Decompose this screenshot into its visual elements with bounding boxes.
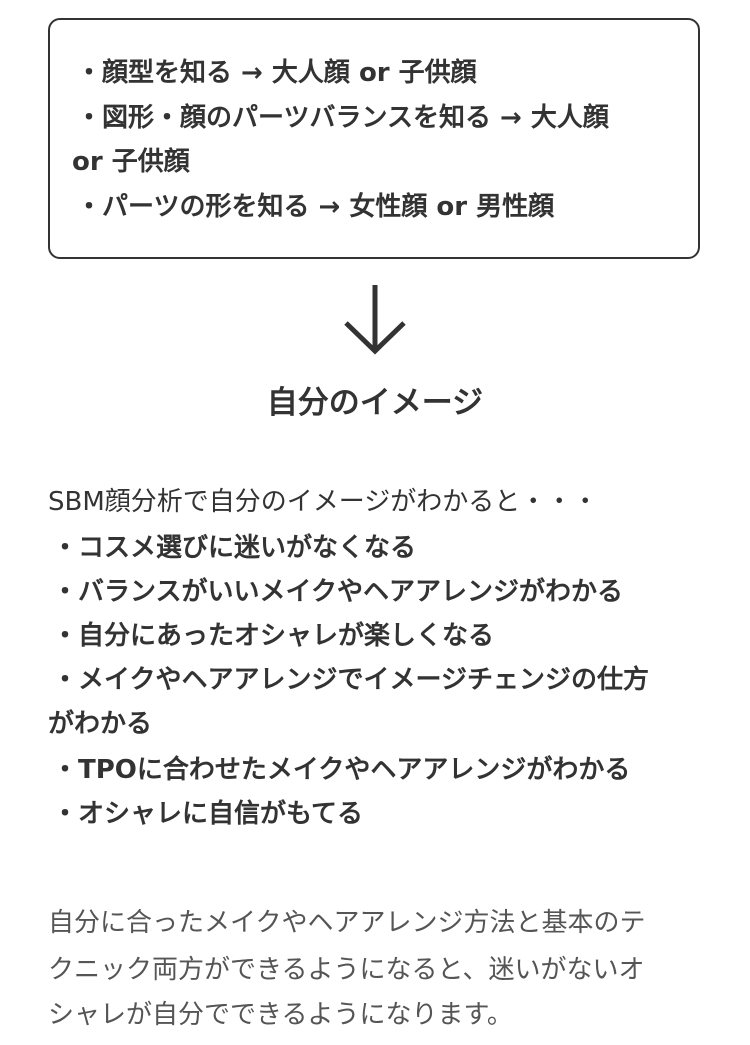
- benefit-item-cont: がわかる: [48, 709, 153, 739]
- benefit-item: ・バランスがいいメイクやヘアアレンジがわかる: [52, 577, 623, 607]
- arrow-down-icon: [344, 285, 406, 355]
- benefit-item: ・メイクやヘアアレンジでイメージチェンジの仕方: [52, 665, 649, 695]
- summary-line-parts-balance: ・図形・顔のパーツバランスを知る → 大人顔: [76, 103, 609, 133]
- closing-line: シャレが自分でできるようになります。: [48, 1000, 513, 1030]
- summary-line-face-shape: ・顔型を知る → 大人顔 or 子供顔: [76, 58, 477, 88]
- closing-line: クニック両方ができるようになると、迷いがないオ: [48, 955, 645, 985]
- summary-box: [48, 18, 700, 259]
- closing-line: 自分に合ったメイクやヘアアレンジ方法と基本のテ: [48, 908, 646, 938]
- intro-text: SBM顔分析で自分のイメージがわかると・・・: [48, 487, 599, 517]
- benefit-item: ・コスメ選びに迷いがなくなる: [52, 533, 417, 563]
- benefit-item: ・オシャレに自信がもてる: [52, 799, 363, 829]
- summary-line-parts-shape: ・パーツの形を知る → 女性顔 or 男性顔: [76, 192, 555, 222]
- benefit-item: ・自分にあったオシャレが楽しくなる: [52, 621, 495, 651]
- benefit-item: ・TPOに合わせたメイクやヘアアレンジがわかる: [52, 755, 631, 785]
- section-heading: 自分のイメージ: [266, 385, 484, 421]
- summary-line-parts-balance-cont: or 子供顔: [72, 147, 190, 177]
